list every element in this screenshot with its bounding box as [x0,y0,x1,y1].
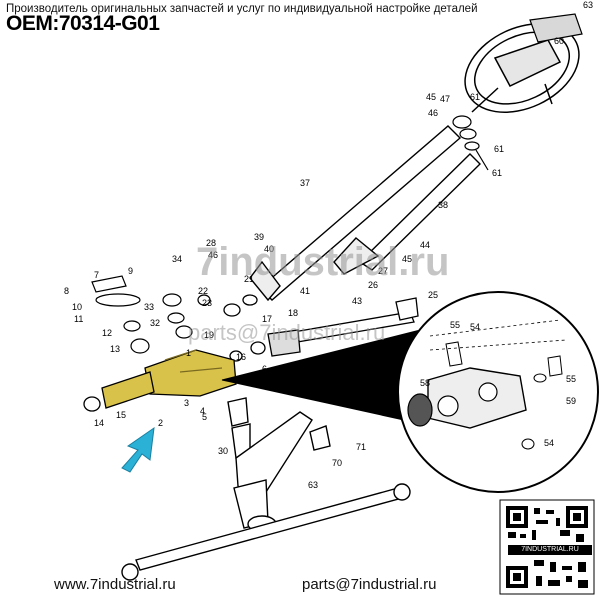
part-label: 22 [198,286,208,296]
part-label: 37 [300,178,310,188]
part-number-labels: 37 38 61 45 47 46 60 63 61 61 28 46 39 4… [64,0,593,490]
part-label: 7 [94,270,99,280]
lower-shaft [227,397,313,533]
part-label: 21 [244,274,254,284]
part-label: 44 [420,240,430,250]
part-label: 13 [110,344,120,354]
part-label: 55 [566,374,576,384]
part-label: 54 [470,322,480,332]
part-label: 25 [428,290,438,300]
part-label: 18 [288,308,298,318]
part-label: 27 [378,266,388,276]
part-label: 47 [440,94,450,104]
part-label: 33 [144,302,154,312]
part-label: 2 [158,418,163,428]
part-label: 70 [332,458,342,468]
part-label: 46 [428,108,438,118]
part-label: 11 [74,314,83,324]
oem-number: OEM:70314-G01 [6,12,160,35]
footer-website[interactable]: www.7industrial.ru [54,576,176,593]
footer-email[interactable]: parts@7industrial.ru [302,576,437,593]
part-label: 43 [352,296,362,306]
horn-pad [529,13,583,43]
part-label: 4 [200,406,205,416]
part-label: 1 [186,348,191,358]
part-label: 45 [402,254,412,264]
part-label: 32 [150,318,160,328]
part-label: 16 [236,352,246,362]
part-label: 26 [368,280,378,290]
part-label: 38 [438,200,448,210]
gearbox-highlighted [83,349,237,412]
part-label: 9 [128,266,133,276]
part-label: 34 [172,254,182,264]
part-label: 71 [356,442,366,452]
drag-link [121,425,411,581]
column-top-hardware [452,115,489,171]
part-label: 40 [264,244,274,254]
part-label: 15 [116,410,126,420]
steering-wheel [464,23,580,113]
part-label: 17 [262,314,272,324]
part-label: 61 [470,92,480,102]
qr-caption: 7INDUSTRIAL.RU [508,545,592,555]
manufacturer-banner: Производитель оригинальных запчастей и у… [6,3,478,15]
steering-column [249,125,481,302]
part-label: 63 [583,0,593,10]
part-label: 8 [64,286,69,296]
part-label: 58 [420,378,430,388]
part-label: 61 [492,168,502,178]
part-label: 41 [300,286,310,296]
pointer-arrow [121,426,155,473]
part-label: 63 [308,480,318,490]
shaft-assembly [223,294,419,362]
part-label: 61 [494,144,504,154]
part-label: 30 [218,446,228,456]
part-label: 60 [554,36,564,46]
part-label: 10 [72,302,82,312]
part-label: 5 [202,412,207,422]
part-label: 46 [208,250,218,260]
part-label: 14 [94,418,104,428]
part-label: 59 [566,396,576,406]
part-label: 23 [202,298,212,308]
part-label: 12 [102,328,112,338]
part-label: 39 [254,232,264,242]
part-label: 6 [262,364,267,374]
detail-zoom [221,291,599,493]
left-small-parts [91,275,211,354]
part-label: 19 [204,330,214,340]
part-label: 28 [206,238,216,248]
part-label: 24 [366,342,376,352]
part-label: 54 [544,438,554,448]
part-label: 45 [426,92,436,102]
part-label: 3 [184,398,189,408]
watermark-main: 7industrial.ru [196,240,450,284]
watermark-secondary: parts@7industrial.ru [188,320,386,345]
part-label: 55 [450,320,460,330]
